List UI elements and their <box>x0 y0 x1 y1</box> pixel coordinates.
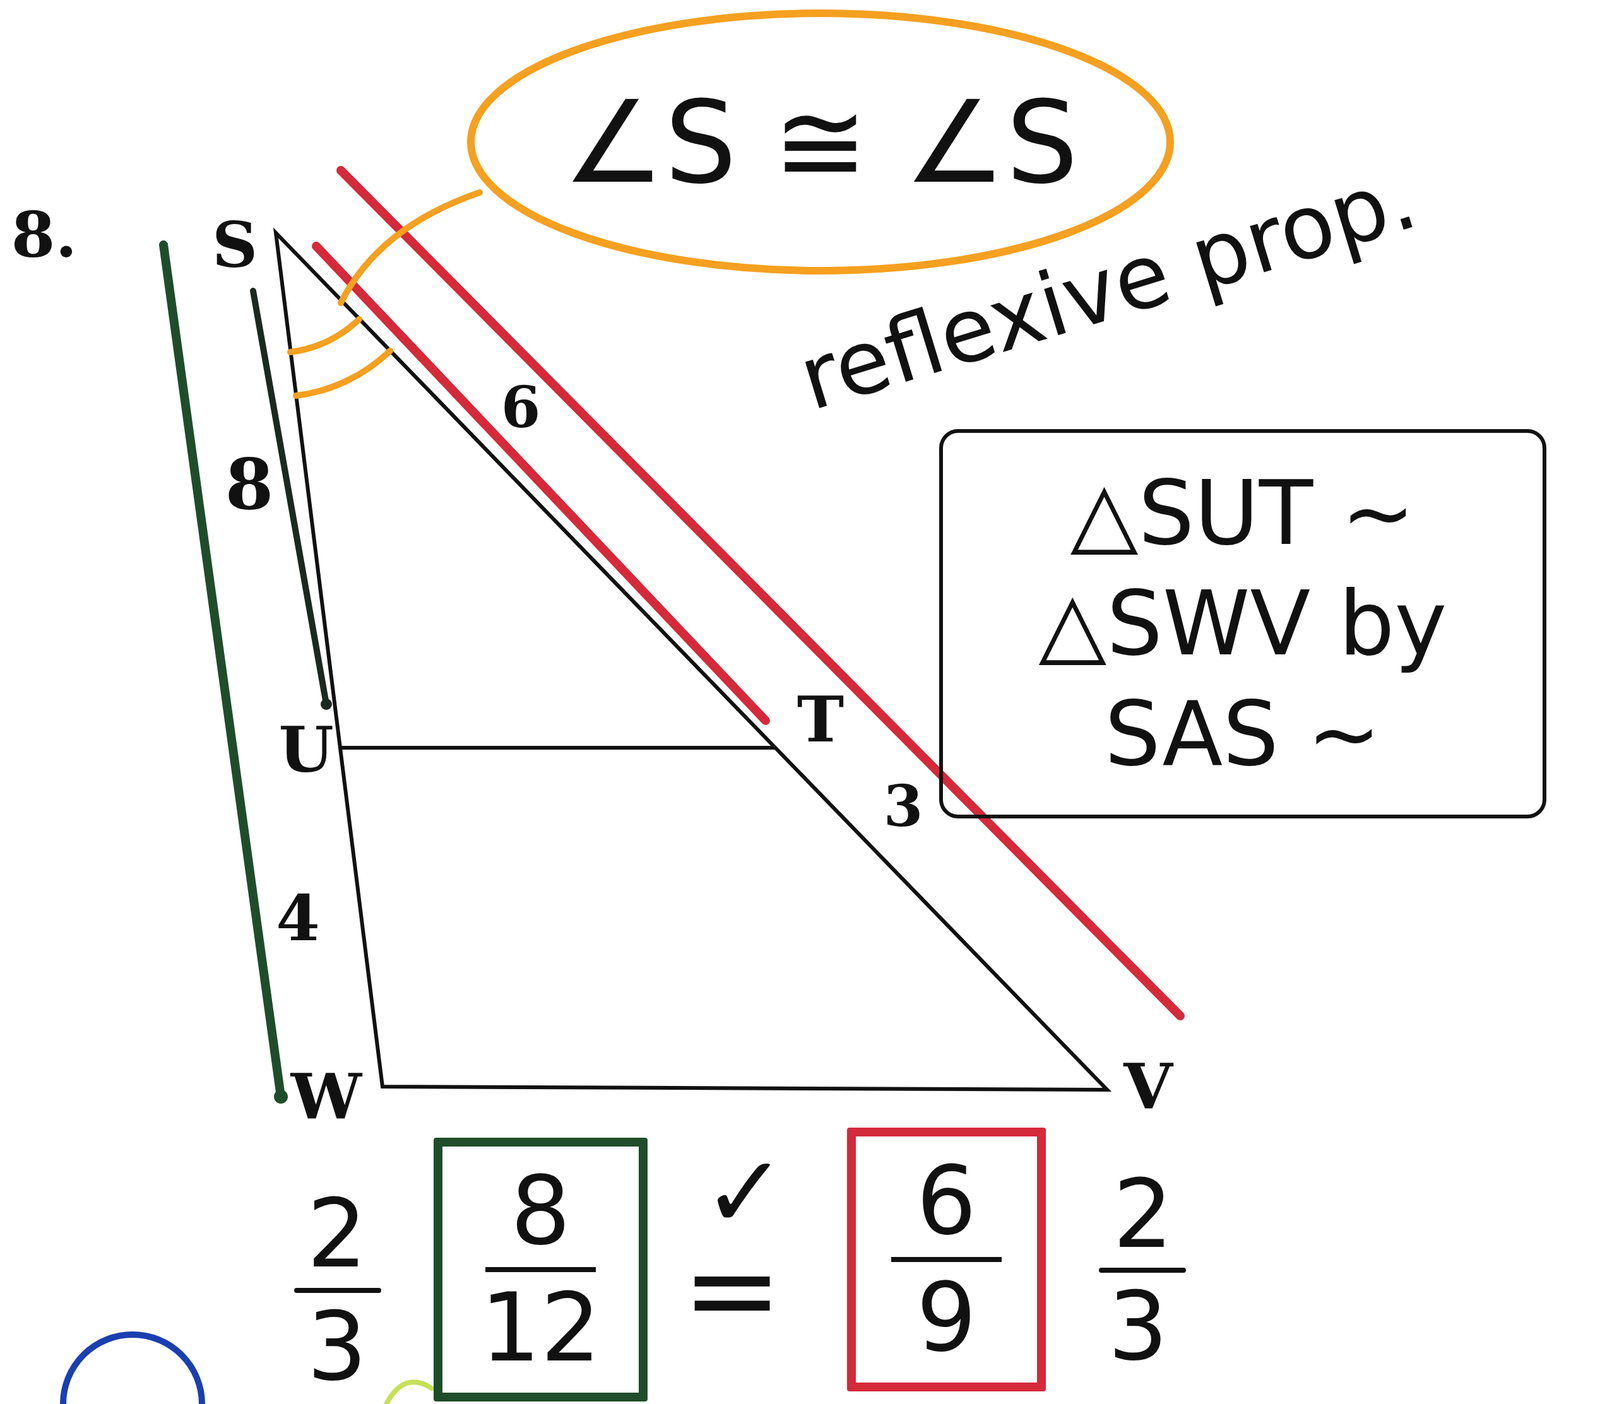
marker-dot <box>320 698 332 711</box>
fraction-denominator: 3 <box>1107 1279 1168 1375</box>
fraction-numerator: 2 <box>1112 1167 1173 1262</box>
equals-sign: = <box>681 1230 783 1351</box>
ratio-box: 812 <box>433 1137 648 1402</box>
check-mark: ✓ <box>702 1142 788 1244</box>
vertex-label: V <box>1123 1055 1173 1119</box>
problem-number: 8. <box>11 203 78 267</box>
side-length: 8 <box>225 450 274 520</box>
ratio-denominator: 9 <box>891 1262 1002 1371</box>
node-content: 69 <box>891 1149 1002 1371</box>
fraction-denominator: 3 <box>306 1299 367 1395</box>
callout-oval: ∠S ≅ ∠S <box>467 9 1174 275</box>
vertex-label: U <box>278 718 334 782</box>
ratio-denominator: 12 <box>455 1272 627 1381</box>
node-content: ∠S ≅ ∠S <box>562 71 1079 214</box>
vertex-label: S <box>212 213 258 277</box>
node-content: 812 <box>455 1159 627 1381</box>
ratio-numerator: 6 <box>891 1149 1002 1263</box>
angle-arc <box>296 350 391 396</box>
oval-shape <box>470 13 1171 271</box>
ratio-numerator: 8 <box>485 1159 596 1273</box>
fraction-numerator: 2 <box>306 1186 367 1282</box>
node-content: △SUT ~ △SWV by SAS ~ <box>965 458 1520 790</box>
node-text: ∠S ≅ ∠S <box>562 71 1079 214</box>
fraction-bar <box>1101 1268 1184 1274</box>
vertex-label: T <box>797 687 844 752</box>
conclusion-box: △SUT ~ △SWV by SAS ~ <box>939 429 1547 819</box>
side-marker <box>163 244 281 1097</box>
partial-circle <box>63 1334 202 1404</box>
marker-dot <box>273 1090 288 1104</box>
side-length: 3 <box>883 777 924 835</box>
node-text: △SUT ~ △SWV by SAS ~ <box>965 458 1520 790</box>
partial-mark <box>386 1382 432 1404</box>
callout-tail <box>340 192 480 303</box>
ratio-box: 69 <box>847 1127 1046 1392</box>
side-length: 4 <box>275 886 320 950</box>
fraction-bar <box>296 1288 379 1294</box>
vertex-label: W <box>290 1065 362 1129</box>
angle-arc <box>290 319 360 353</box>
segment-ut <box>340 746 776 750</box>
side-length: 6 <box>501 378 541 436</box>
side-marker <box>316 246 766 721</box>
